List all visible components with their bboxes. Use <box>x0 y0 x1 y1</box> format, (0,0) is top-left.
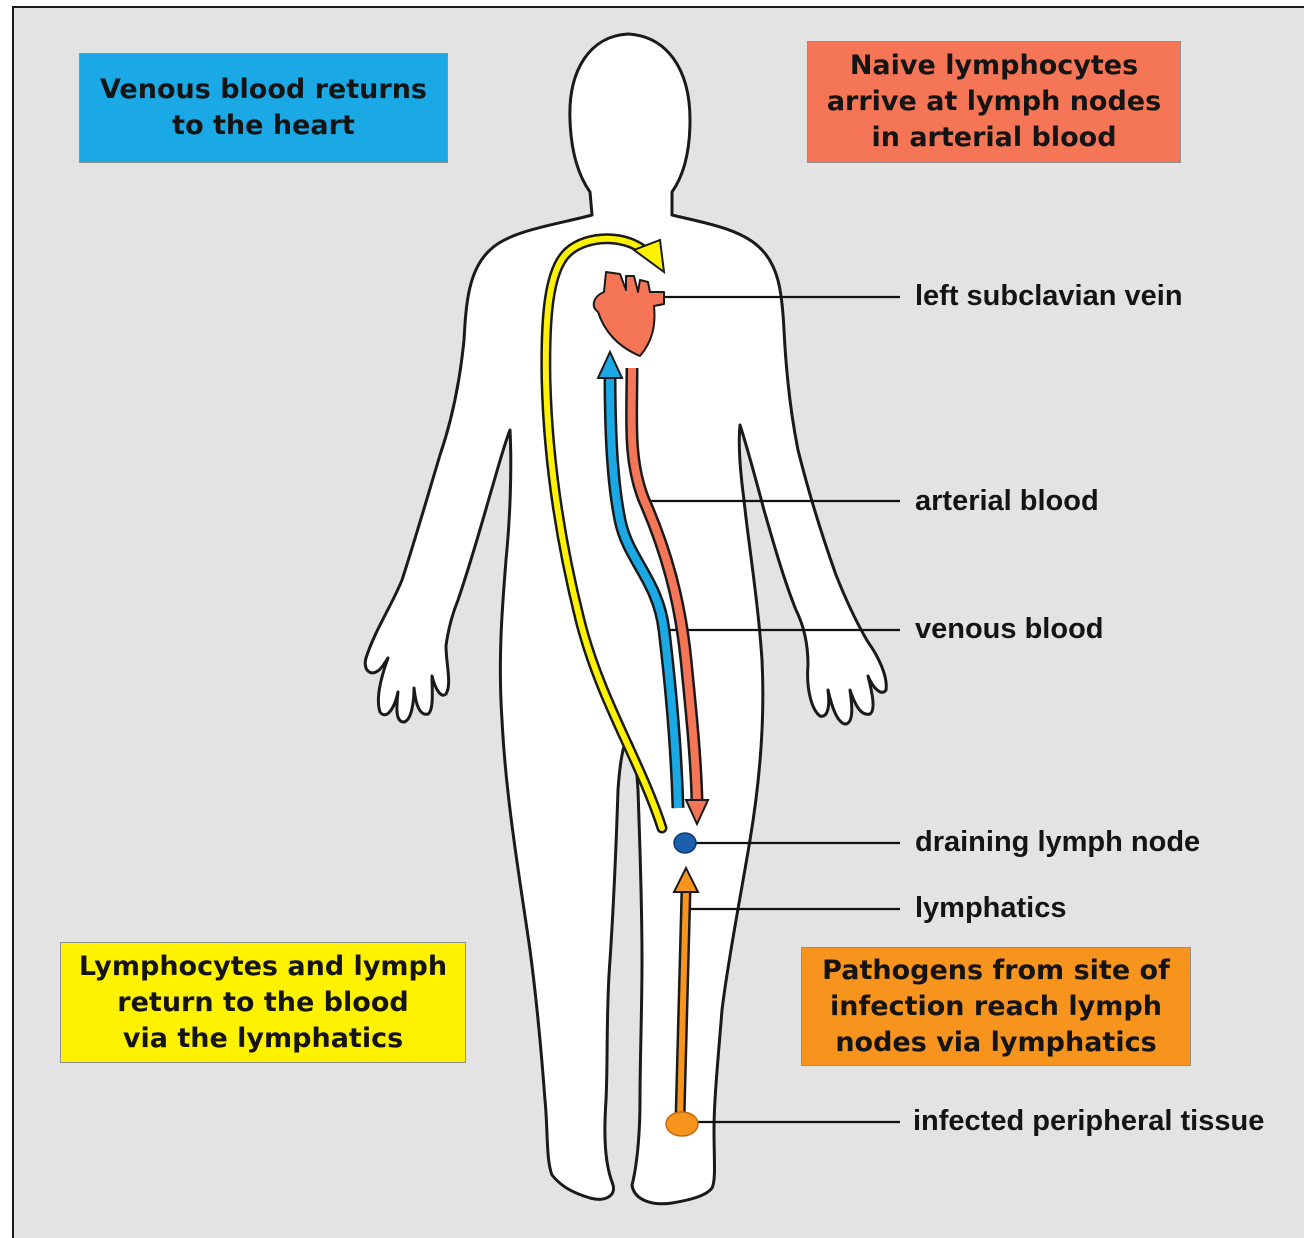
infected-tissue-icon <box>666 1112 698 1136</box>
venous-return-callout: Venous blood returns to the heart <box>79 53 448 163</box>
pathogens-text: Pathogens from site of infection reach l… <box>822 953 1170 1061</box>
naive-lymphocytes-callout: Naive lymphocytes arrive at lymph nodes … <box>807 41 1181 163</box>
lymph-return-text: Lymphocytes and lymph return to the bloo… <box>79 949 447 1057</box>
naive-lymphocytes-text: Naive lymphocytes arrive at lymph nodes … <box>827 48 1161 156</box>
lymph-node-icon <box>674 833 696 853</box>
venous-return-text: Venous blood returns to the heart <box>100 72 427 144</box>
label-left-subclavian-vein: left subclavian vein <box>915 279 1183 313</box>
label-infected-peripheral-tissue: infected peripheral tissue <box>913 1104 1264 1138</box>
pathogens-callout: Pathogens from site of infection reach l… <box>801 947 1191 1066</box>
label-arterial-blood: arterial blood <box>915 484 1099 518</box>
lymph-return-callout: Lymphocytes and lymph return to the bloo… <box>60 942 466 1063</box>
label-draining-lymph-node: draining lymph node <box>915 825 1200 859</box>
label-lymphatics: lymphatics <box>915 891 1067 925</box>
label-venous-blood: venous blood <box>915 612 1104 646</box>
